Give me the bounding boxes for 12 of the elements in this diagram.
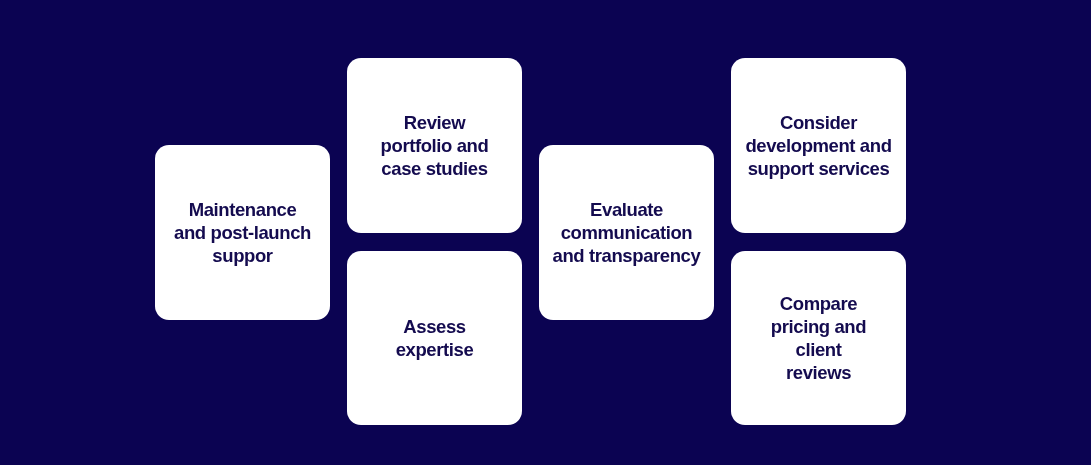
step-card: [155, 145, 330, 320]
step-text: Assess expertise: [394, 315, 475, 361]
step-text: Consider development and support services: [744, 111, 893, 180]
step-text: Compare pricing and client reviews: [769, 292, 868, 384]
step-card: [347, 58, 522, 233]
step-card: [731, 58, 906, 233]
step-card: [731, 251, 906, 425]
step-card: [347, 251, 522, 425]
step-text: Evaluate communication and transparency: [551, 198, 702, 267]
step-text: Maintenance and post-launch suppor: [173, 198, 312, 267]
step-card: [539, 145, 714, 320]
step-text: Review portfolio and case studies: [379, 111, 490, 180]
